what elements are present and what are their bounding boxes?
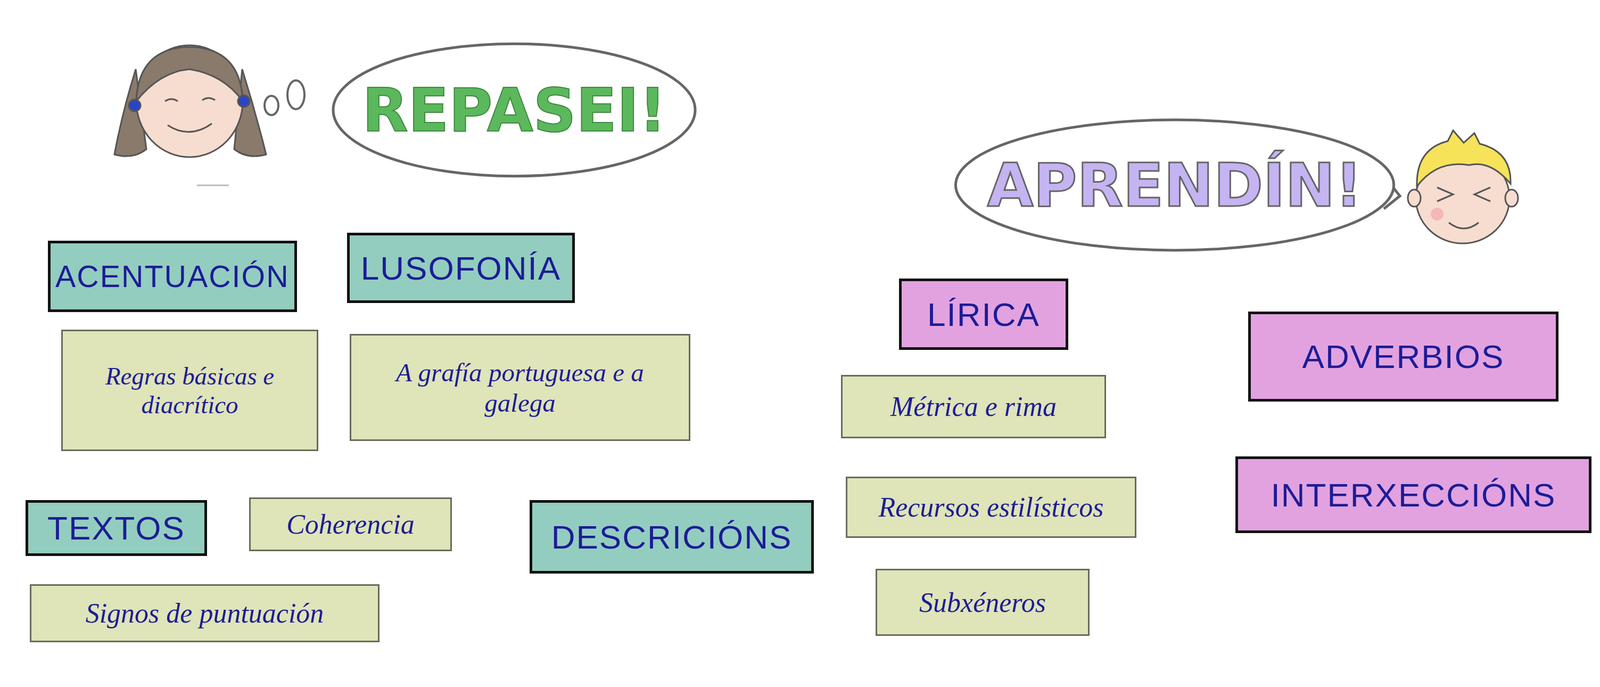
topic-text: Subxéneros <box>919 586 1046 618</box>
speech-bubble: APRENDÍN! <box>951 117 1399 253</box>
subtopic-box: Coherencia <box>249 497 452 551</box>
exclamation-text: APRENDÍN! <box>987 150 1363 220</box>
subtopic-box: Subxéneros <box>875 568 1090 636</box>
topic-text: Coherencia <box>286 508 415 540</box>
topic-text: Recursos estilísticos <box>878 491 1104 523</box>
topic-box: TEXTOS <box>25 499 208 556</box>
topic-text: DESCRICIÓNS <box>551 517 793 556</box>
topic-text: ACENTUACIÓN <box>55 258 290 294</box>
subtopic-box: A grafía portuguesa e a galega <box>349 333 691 441</box>
subtopic-box: Signos de puntuación <box>29 583 380 642</box>
girl-face <box>114 45 267 186</box>
topic-box: ADVERBIOS <box>1248 311 1559 402</box>
topic-text: TEXTOS <box>47 508 186 547</box>
topic-box: INTERXECCIÓNS <box>1235 456 1592 533</box>
topic-box: DESCRICIÓNS <box>529 499 814 574</box>
topic-box: LÍRICA <box>899 278 1069 350</box>
topic-text: Métrica e rima <box>890 390 1057 423</box>
topic-text: ADVERBIOS <box>1302 337 1505 376</box>
topic-box: ACENTUACIÓN <box>47 240 298 312</box>
topic-text: Signos de puntuación <box>85 597 325 629</box>
topic-text: LÍRICA <box>927 295 1041 334</box>
topic-text: Regras básicas e diacrítico <box>71 361 309 419</box>
subtopic-box: Regras básicas e diacrítico <box>61 329 319 451</box>
exclamation-text: REPASEI! <box>361 75 666 145</box>
subtopic-box: Métrica e rima <box>840 374 1107 439</box>
topic-text: A grafía portuguesa e a galega <box>359 357 681 418</box>
topic-text: INTERXECCIÓNS <box>1271 475 1557 514</box>
thought-bubble: REPASEI! <box>329 40 699 179</box>
topic-text: LUSOFONÍA <box>360 249 562 287</box>
subtopic-box: Recursos estilísticos <box>845 476 1137 538</box>
boy-face <box>1407 130 1519 244</box>
topic-box: LUSOFONÍA <box>347 232 575 303</box>
